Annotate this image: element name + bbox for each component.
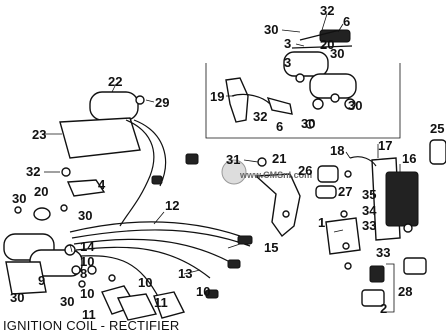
callout: 11 bbox=[82, 307, 96, 322]
callout: 30 bbox=[348, 98, 362, 113]
callout: 10 bbox=[80, 286, 94, 301]
connector-assembly bbox=[325, 210, 427, 275]
callout: 1 bbox=[318, 215, 325, 230]
callout: 28 bbox=[398, 284, 412, 299]
callout: 31 bbox=[226, 152, 240, 167]
callout: 34 bbox=[362, 203, 377, 218]
watermark-text: www.CMSnl.com bbox=[239, 170, 312, 180]
rubber-mounts bbox=[315, 165, 352, 199]
high-tension-leads bbox=[69, 221, 253, 301]
callout: 3 bbox=[284, 55, 291, 70]
diagram-caption: IGNITION COIL - RECTIFIER bbox=[3, 318, 179, 333]
callout: 12 bbox=[165, 198, 179, 213]
left-ignition-coil bbox=[59, 91, 199, 227]
callout: 33 bbox=[376, 245, 390, 260]
callout: 10 bbox=[196, 284, 210, 299]
callout: 6 bbox=[276, 119, 283, 134]
callout: 22 bbox=[108, 74, 122, 89]
inset-frame bbox=[205, 63, 401, 139]
callout: 15 bbox=[264, 240, 278, 255]
diode-assembly bbox=[361, 263, 395, 313]
callout: 19 bbox=[210, 89, 224, 104]
small-hardware-left bbox=[14, 167, 106, 221]
callout: 14 bbox=[80, 239, 95, 254]
callout: 33 bbox=[362, 218, 376, 233]
callout: 10 bbox=[80, 254, 94, 269]
callout: 13 bbox=[178, 266, 192, 281]
callout: 30 bbox=[10, 290, 24, 305]
callout: 16 bbox=[402, 151, 416, 166]
callout: 26 bbox=[298, 163, 312, 178]
callout: 23 bbox=[32, 127, 46, 142]
rectifier-bracket bbox=[254, 157, 301, 238]
callout: 2 bbox=[380, 301, 387, 316]
callout: 30 bbox=[12, 191, 26, 206]
callout: 20 bbox=[320, 37, 334, 52]
callout: 18 bbox=[330, 143, 344, 158]
callout-numbers: 32 6 30 3 20 30 3 22 29 19 32 6 30 30 23… bbox=[10, 3, 444, 322]
callout: 30 bbox=[264, 22, 278, 37]
spark-plug-caps bbox=[78, 265, 186, 321]
callout: 10 bbox=[138, 275, 152, 290]
regulator-rectifier bbox=[349, 139, 446, 241]
callout: 30 bbox=[60, 294, 74, 309]
callout: 30 bbox=[301, 116, 315, 131]
callout: 30 bbox=[330, 46, 344, 61]
watermark: www.CMSnl.com bbox=[221, 159, 312, 185]
callout: 32 bbox=[253, 109, 267, 124]
callout: 32 bbox=[26, 164, 40, 179]
callout: 4 bbox=[98, 177, 106, 192]
leader-lines bbox=[44, 13, 401, 275]
callout: 27 bbox=[338, 184, 352, 199]
lower-ignition-coils bbox=[3, 233, 83, 295]
callout: 32 bbox=[320, 3, 334, 18]
callout: 9 bbox=[38, 273, 45, 288]
callout: 35 bbox=[362, 187, 376, 202]
callout: 21 bbox=[272, 151, 286, 166]
upper-ignition-coils bbox=[283, 29, 357, 103]
callout: 30 bbox=[78, 208, 92, 223]
callout: 17 bbox=[378, 138, 392, 153]
callout: 8 bbox=[80, 266, 87, 281]
callout: 20 bbox=[34, 184, 48, 199]
inset-bracket bbox=[225, 77, 356, 129]
callout: 29 bbox=[155, 95, 169, 110]
callout: 11 bbox=[154, 295, 168, 310]
callout: 6 bbox=[343, 14, 350, 29]
callout: 3 bbox=[284, 36, 291, 51]
callout: 25 bbox=[430, 121, 444, 136]
